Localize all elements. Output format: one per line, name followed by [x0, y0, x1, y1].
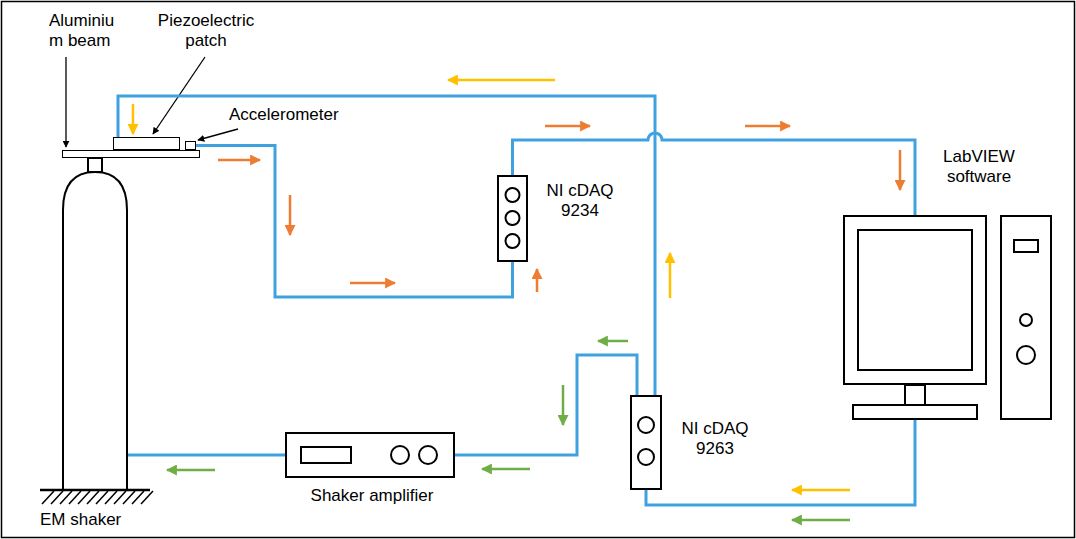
monitor-stand	[905, 385, 925, 405]
shaker-symbol	[62, 158, 128, 490]
signal-arrow	[448, 79, 555, 82]
component-label: NI cDAQ 9263	[674, 419, 756, 460]
signal-arrow	[350, 282, 395, 285]
daq-ports	[632, 397, 660, 488]
piezo-patch: Piezoelectric patch	[113, 137, 180, 150]
signal-arrow	[482, 468, 530, 471]
monitor-frame	[844, 216, 986, 384]
component-label: Aluminiu m beam	[49, 11, 125, 52]
port-circle	[506, 234, 520, 248]
display-window	[301, 447, 351, 463]
port-circle	[506, 188, 520, 202]
leader-line	[65, 57, 66, 147]
ground-line	[40, 489, 150, 492]
signal-arrow	[899, 150, 902, 190]
signal-arrow	[167, 469, 215, 472]
signal-arrow	[562, 385, 565, 425]
signal-arrow	[132, 104, 135, 134]
signal-wire	[128, 454, 285, 457]
signal-arrow	[218, 159, 260, 162]
port-circle	[506, 211, 520, 225]
component-label: NI cDAQ 9234	[539, 181, 621, 222]
component-label: LabVIEW software	[927, 147, 1031, 188]
shaker-stem	[88, 158, 102, 172]
component-label: Piezoelectric patch	[151, 11, 261, 52]
leader-line	[198, 129, 238, 140]
shaker: EM shaker	[62, 158, 128, 490]
signal-wire	[118, 96, 655, 395]
control-knob	[391, 446, 409, 464]
signal-arrow	[792, 489, 850, 492]
component-label: Shaker amplifier	[287, 486, 457, 506]
ground-hatch	[141, 491, 153, 504]
tower-button	[1020, 314, 1032, 326]
computer-symbol	[843, 215, 1052, 420]
drive-slot	[1014, 240, 1038, 252]
signal-arrow	[536, 269, 539, 292]
accelerometer: Accelerometer	[185, 141, 196, 150]
computer: LabVIEW software	[843, 215, 1052, 420]
signal-wire	[646, 420, 915, 505]
monitor-screen	[858, 230, 972, 370]
component-label: EM shaker	[40, 510, 121, 530]
tower-case	[1001, 216, 1051, 419]
signal-arrow	[669, 253, 672, 298]
signal-arrow	[745, 125, 790, 128]
daq-ports	[499, 177, 526, 260]
signal-arrow	[545, 125, 590, 128]
control-knob	[419, 446, 437, 464]
monitor-base	[853, 405, 977, 419]
tower-button	[1017, 346, 1035, 364]
port-circle	[638, 449, 654, 465]
daq-module: NI cDAQ 9263	[630, 395, 662, 490]
signal-wire	[455, 355, 637, 455]
signal-wire	[196, 146, 513, 298]
amplifier-panel	[287, 434, 453, 476]
daq-module: NI cDAQ 9234	[497, 175, 528, 262]
signal-arrow	[289, 195, 292, 235]
beam: Aluminiu m beam	[62, 150, 200, 158]
shaker-body	[63, 172, 127, 490]
component-label: Accelerometer	[229, 105, 339, 125]
amplifier-box: Shaker amplifier	[285, 432, 455, 478]
signal-arrow	[792, 519, 850, 522]
port-circle	[638, 417, 654, 433]
signal-arrow	[598, 340, 628, 343]
